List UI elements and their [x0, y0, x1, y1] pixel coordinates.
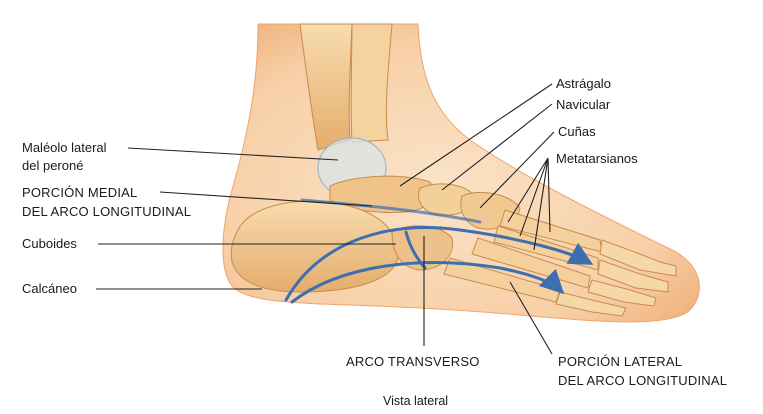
label-porcion-lateral-line2: DEL ARCO LONGITUDINAL [558, 373, 727, 388]
label-porcion-lateral-line1: PORCIÓN LATERAL [558, 354, 682, 369]
label-porcion-medial-line1: PORCIÓN MEDIAL [22, 185, 137, 200]
label-astragalo: Astrágalo [556, 76, 611, 91]
label-maleolo-line2: del peroné [22, 158, 83, 173]
label-arco-transverso: ARCO TRANSVERSO [346, 354, 480, 369]
label-maleolo-line1: Maléolo lateral [22, 140, 107, 155]
label-navicular: Navicular [556, 97, 610, 112]
label-porcion-medial-line2: DEL ARCO LONGITUDINAL [22, 204, 191, 219]
label-cunas: Cuñas [558, 124, 596, 139]
figure-caption: Vista lateral [383, 394, 448, 409]
label-metatarsianos: Metatarsianos [556, 151, 638, 166]
label-calcaneo: Calcáneo [22, 281, 77, 296]
label-cuboides: Cuboides [22, 236, 77, 251]
